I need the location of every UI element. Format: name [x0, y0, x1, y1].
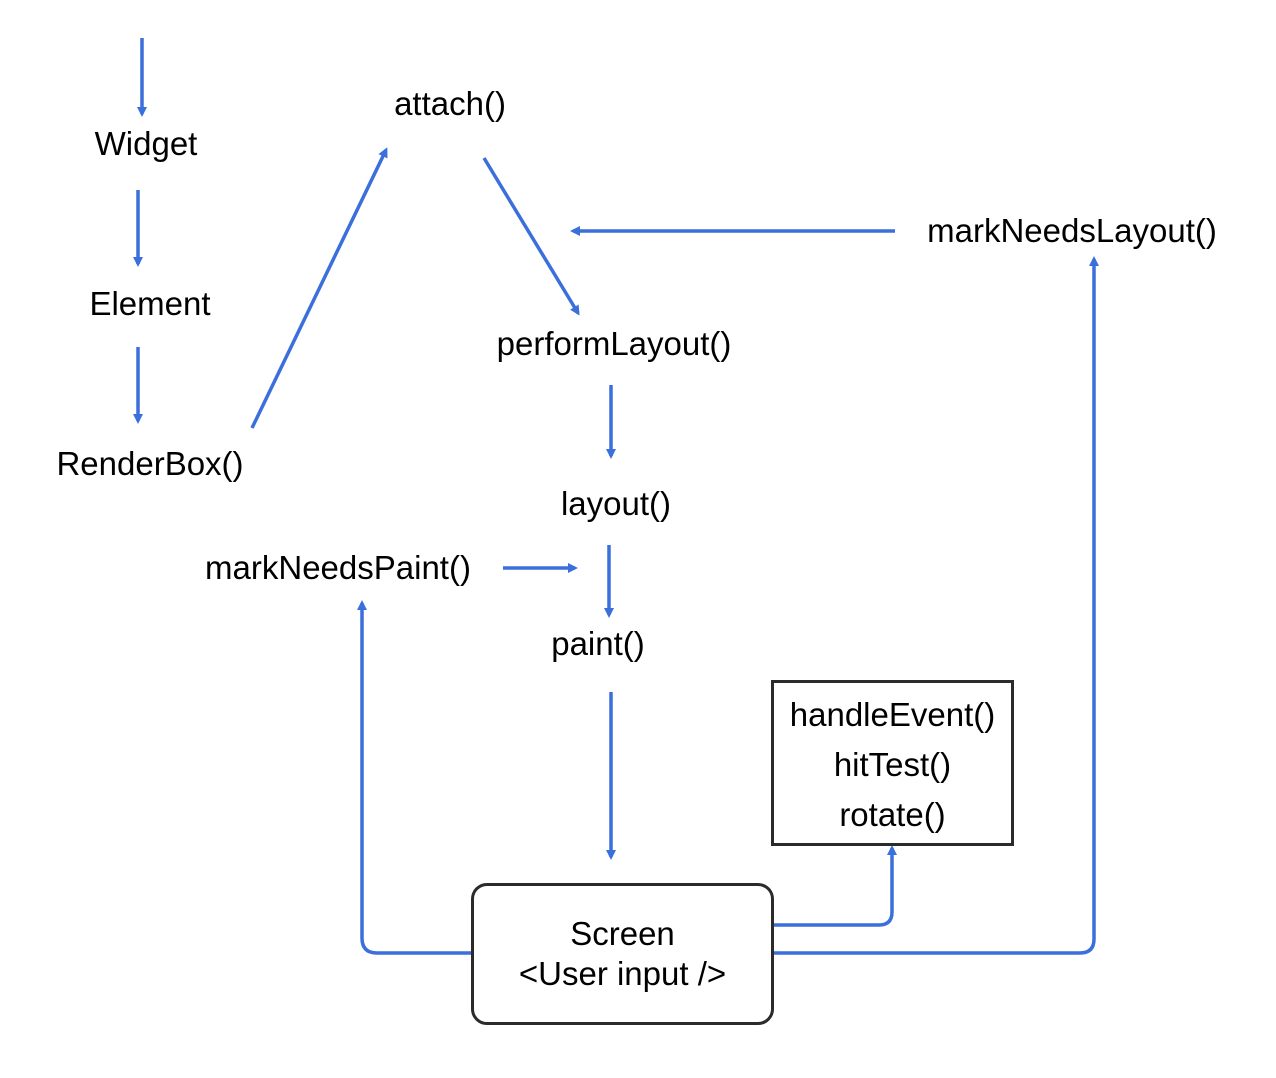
screen-label: Screen [570, 915, 675, 952]
arrow-screen-to-markneedspaint [357, 600, 471, 955]
rotate-label: rotate() [839, 796, 946, 833]
screen-box: Screen <User input /> [471, 883, 774, 1025]
hit-test-label: hitTest() [833, 746, 952, 783]
renderbox-label: RenderBox() [56, 445, 244, 482]
arrow-attach-to-performlayout [482, 157, 580, 316]
arrows [133, 38, 1099, 955]
element-label: Element [89, 285, 211, 322]
arrow-renderbox-to-attach [250, 147, 388, 429]
arrow-screen-to-markneedslayout [774, 256, 1099, 955]
arrow-screen-to-methods [774, 845, 897, 927]
widget-label: Widget [94, 125, 198, 162]
user-input-label: <User input /> [518, 955, 727, 992]
attach-label: attach() [394, 85, 506, 122]
handle-event-label: handleEvent() [789, 696, 996, 733]
paint-label: paint() [551, 625, 645, 662]
layout-label: layout() [560, 485, 672, 522]
mark-needs-layout-label: markNeedsLayout() [927, 212, 1217, 249]
methods-box: handleEvent() hitTest() rotate() [771, 680, 1014, 846]
perform-layout-label: performLayout() [496, 325, 732, 362]
mark-needs-paint-label: markNeedsPaint() [205, 549, 471, 586]
